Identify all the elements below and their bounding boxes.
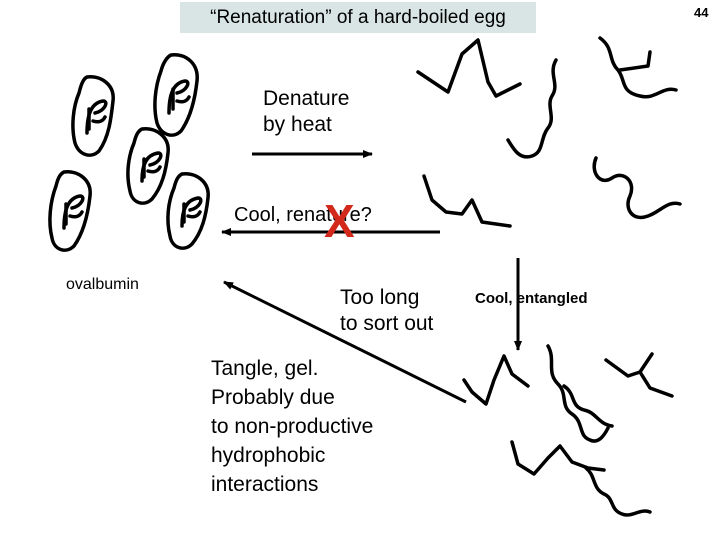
slide-title-box: “Renaturation” of a hard-boiled egg — [180, 2, 536, 33]
entangled-chain — [462, 354, 530, 406]
folded-proteins — [48, 53, 210, 252]
page-number: 44 — [694, 5, 709, 20]
denature-label: Denature by heat — [263, 87, 350, 136]
unfolded-chain — [416, 38, 522, 98]
entangled-chain — [584, 466, 652, 517]
entangled-chains — [462, 344, 674, 517]
folded-protein — [153, 53, 199, 137]
ovalbumin-label: ovalbumin — [66, 276, 139, 293]
folded-protein — [71, 75, 115, 157]
entangled-chain — [510, 440, 606, 476]
folded-protein — [48, 170, 92, 252]
unfolded-chain — [422, 174, 512, 228]
x-mark: X — [324, 195, 355, 247]
cool-entangled-label: Cool, entangled — [475, 290, 588, 307]
entangled-chain — [562, 384, 614, 428]
folded-protein — [166, 172, 210, 250]
slide-title: “Renaturation” of a hard-boiled egg — [210, 6, 506, 28]
entangled-chain — [546, 344, 610, 443]
folded-protein — [126, 127, 170, 205]
too-long-label: Too long to sort out — [340, 286, 434, 335]
unfolded-chain — [506, 58, 558, 159]
unfolded-chain — [598, 36, 678, 99]
unfolded-chain — [592, 156, 682, 220]
entangled-chain — [604, 352, 674, 398]
renature-label: Cool, renature? — [234, 204, 372, 226]
unfolded-chains — [416, 36, 682, 228]
gel-arrow — [223, 280, 467, 404]
arrows — [221, 150, 522, 404]
tangle-gel-label: Tangle, gel. Probably due to non-product… — [211, 357, 374, 496]
